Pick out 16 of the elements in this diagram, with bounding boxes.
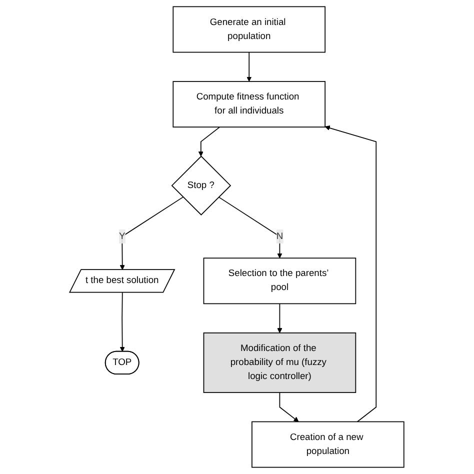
node-box: Generate an initial population [172,6,326,53]
arrow [246,52,252,82]
arrow [218,196,282,258]
node-box: Selection to the parents’ pool [204,258,356,304]
node-box: Creation of a new population [252,421,405,468]
edge-label: N [276,231,284,242]
arrow [120,292,126,352]
arrow [120,196,184,270]
node-diamond: Stop ? [172,156,232,216]
arrow [325,125,377,422]
arrow [277,303,282,334]
edge-label: Y [119,231,126,242]
arrow [280,392,299,422]
arrow [198,126,220,156]
node-box: Modification of the probability of mu (fuzzy logic controller) [204,332,356,393]
node-box: Compute fitness function for all individuals [172,81,326,128]
